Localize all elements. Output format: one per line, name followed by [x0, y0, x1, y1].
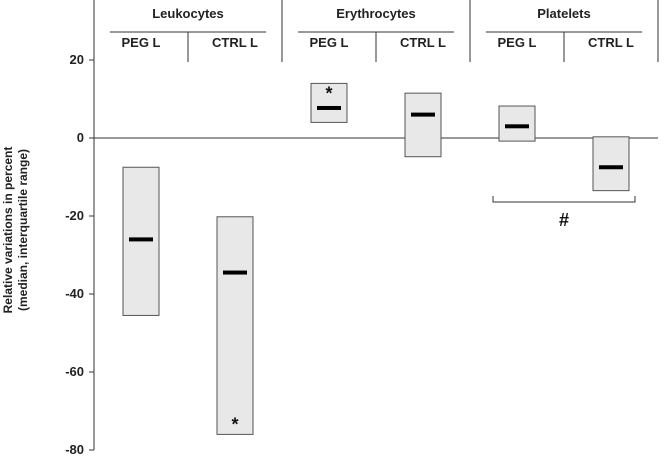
- iqr-box: [404, 92, 442, 158]
- median-mark: [223, 270, 247, 275]
- comparison-bracket: [492, 196, 636, 203]
- y-tick-label: -40: [65, 286, 84, 301]
- iqr-box: [592, 136, 630, 192]
- y-tick-label: -20: [65, 208, 84, 223]
- iqr-box: [498, 105, 536, 142]
- axis-layer: 20 0 -20 -40 -60 -80: [65, 52, 658, 457]
- y-tick-label: -80: [65, 442, 84, 457]
- group-label: Erythrocytes: [336, 6, 415, 21]
- bracket-label: #: [559, 210, 569, 230]
- significance-marker: *: [325, 83, 332, 103]
- iqr-box: [310, 82, 348, 123]
- category-label: PEG L: [121, 35, 160, 50]
- y-tick-label: 20: [70, 52, 84, 67]
- y-tick-label: 0: [77, 130, 84, 145]
- iqr-box: [216, 216, 254, 435]
- category-label: CTRL L: [212, 35, 258, 50]
- median-mark: [129, 237, 153, 242]
- box-layer: [122, 82, 630, 435]
- y-axis-label-line1: Relative variations in percent: [1, 147, 15, 314]
- group-label: Leukocytes: [152, 6, 224, 21]
- category-label: PEG L: [309, 35, 348, 50]
- median-mark: [505, 124, 529, 129]
- category-label: CTRL L: [400, 35, 446, 50]
- y-axis-label-line2: (median, interquartile range): [16, 149, 30, 311]
- median-mark: [599, 165, 623, 170]
- median-mark: [317, 105, 341, 110]
- y-tick-label: -60: [65, 364, 84, 379]
- group-label: Platelets: [537, 6, 590, 21]
- significance-marker: *: [231, 414, 238, 434]
- median-mark: [411, 112, 435, 117]
- category-label: CTRL L: [588, 35, 634, 50]
- annot-layer: * * #: [231, 83, 636, 434]
- category-label: PEG L: [497, 35, 536, 50]
